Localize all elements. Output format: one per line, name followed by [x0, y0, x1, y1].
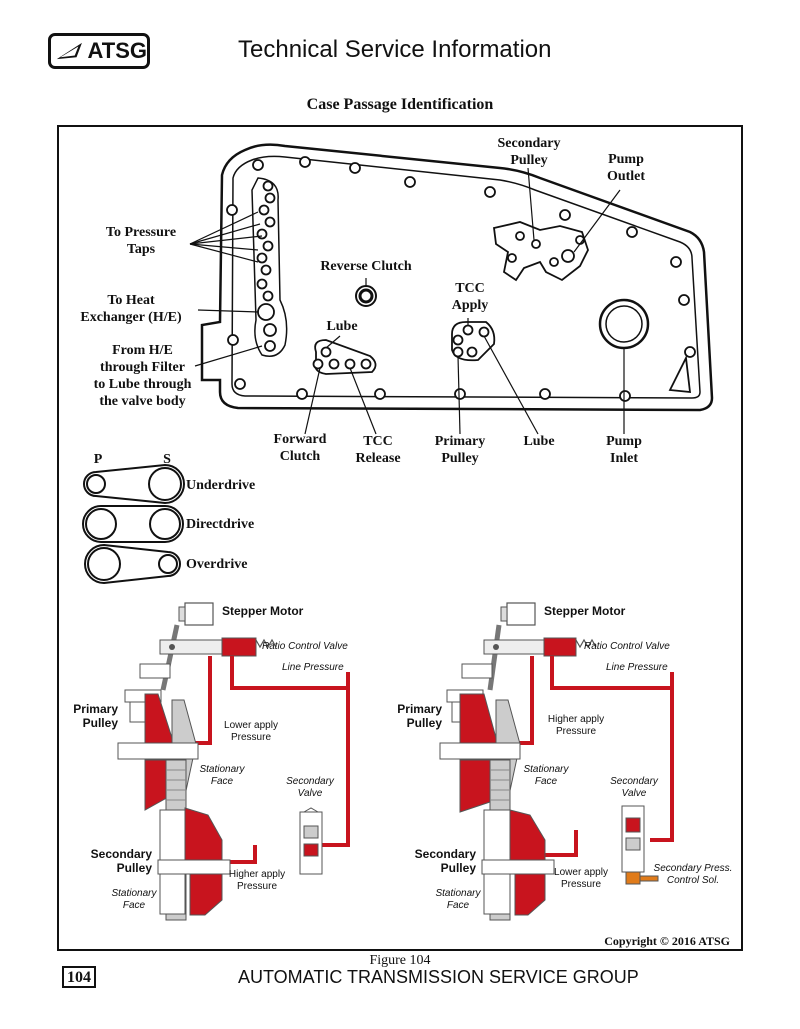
copyright: Copyright © 2016 ATSG — [604, 934, 730, 948]
page-number: 104 — [62, 966, 96, 988]
legend-s-label: S — [163, 452, 171, 467]
right-secondary-apply-label: Lower apply Pressure — [554, 867, 608, 890]
label-pump-inlet: Pump Inlet — [606, 434, 642, 466]
right-secondary-valve-label: Secondary Valve — [610, 776, 658, 799]
figure-caption: Figure 104 — [369, 953, 431, 968]
leader-lines — [189, 167, 625, 435]
right-secondary-press-sol-label: Secondary Press. Control Sol. — [653, 863, 733, 886]
label-lube-upper: Lube — [326, 319, 358, 334]
right-apply-pressure-label: Higher apply Pressure — [547, 714, 605, 737]
left-apply-pressure-label: Lower apply Pressure — [224, 720, 278, 743]
pump-inlet-port — [598, 298, 650, 350]
reverse-clutch-port — [355, 285, 377, 307]
left-secondary-pulley-label: Secondary Pulley — [90, 847, 152, 875]
case-bolt-holes — [226, 156, 696, 402]
legend-overdrive: Overdrive — [186, 557, 248, 572]
label-tcc-apply: TCC Apply — [451, 281, 489, 313]
pressure-tap-holes — [256, 180, 277, 352]
left-stationary-face-bottom-label: Stationary Face — [111, 888, 157, 911]
label-pump-outlet: Pump Outlet — [606, 152, 646, 184]
left-primary-pulley-label: Primary Pulley — [73, 702, 118, 730]
right-ratio-control-valve-label: Ratio Control Valve — [584, 641, 670, 652]
atsg-logo: ATSG — [48, 33, 150, 69]
left-hydraulic-diagram — [117, 602, 350, 921]
figure-frame — [57, 125, 743, 951]
right-stationary-face-bottom-label: Stationary Face — [435, 888, 481, 911]
left-secondary-valve-label: Secondary Valve — [286, 776, 334, 799]
pump-outlet-cluster — [493, 221, 589, 282]
label-from-he: From H/E through Filter to Lube through … — [93, 343, 192, 409]
left-line-pressure-label: Line Pressure — [282, 662, 344, 673]
case-outline — [200, 143, 714, 412]
label-forward-clutch: Forward Clutch — [273, 432, 327, 464]
footer-org-name: AUTOMATIC TRANSMISSION SERVICE GROUP — [238, 967, 639, 987]
left-secondary-apply-label: Higher apply Pressure — [228, 869, 286, 892]
label-reverse-clutch: Reverse Clutch — [320, 259, 412, 274]
right-stepper-motor-label: Stepper Motor — [544, 604, 626, 618]
label-tcc-release: TCC Release — [355, 434, 401, 466]
label-to-pressure-taps: To Pressure Taps — [105, 225, 177, 257]
left-stationary-face-top-label: Stationary Face — [199, 764, 245, 787]
legend-directdrive: Directdrive — [186, 517, 255, 532]
left-ratio-control-valve-label: Ratio Control Valve — [262, 641, 348, 652]
right-stationary-face-top-label: Stationary Face — [523, 764, 569, 787]
left-stepper-motor-label: Stepper Motor — [222, 604, 304, 618]
page-title: Technical Service Information — [238, 36, 552, 63]
right-secondary-pulley-label: Secondary Pulley — [414, 847, 476, 875]
figure-title: Case Passage Identification — [306, 96, 494, 113]
tcc-cluster — [451, 321, 496, 362]
label-primary-pulley: Primary Pulley — [434, 434, 486, 466]
right-line-pressure-label: Line Pressure — [606, 662, 668, 673]
label-lube-lower: Lube — [523, 434, 555, 449]
logo-wing-icon — [56, 42, 82, 60]
ratio-legend-belts — [82, 463, 185, 585]
legend-p-label: P — [93, 452, 103, 467]
label-to-heat-exchanger: To Heat Exchanger (H/E) — [80, 293, 182, 325]
lube-cluster — [312, 339, 377, 375]
legend-underdrive: Underdrive — [186, 478, 256, 493]
right-primary-pulley-label: Primary Pulley — [397, 702, 442, 730]
label-secondary-pulley: Secondary Pulley — [497, 136, 561, 168]
logo-text: ATSG — [87, 38, 147, 63]
right-hydraulic-diagram — [439, 602, 674, 921]
